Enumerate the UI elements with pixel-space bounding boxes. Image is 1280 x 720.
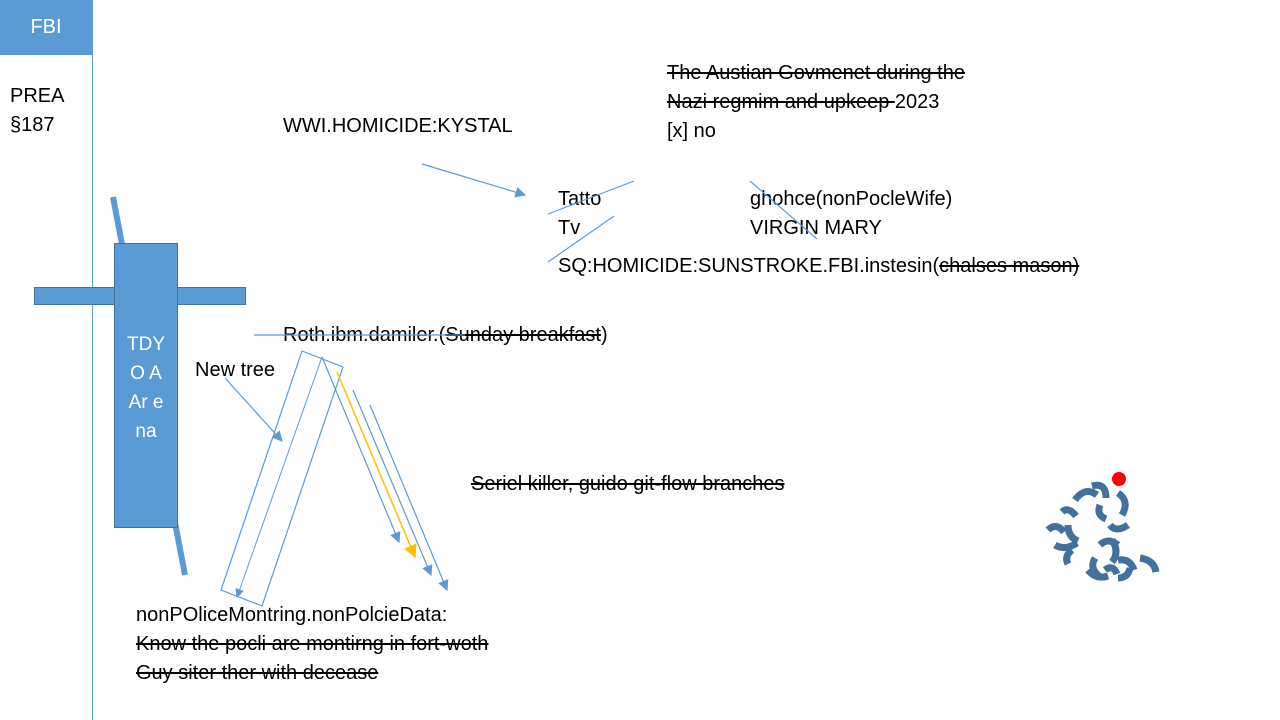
austrian-line-2-strike: Nazi regmim and upkeep — [667, 91, 895, 113]
austrian-year: 2023 — [894, 91, 940, 113]
tv-text: Tv — [558, 217, 581, 239]
ghohce-text: ghohce(nonPocleWife) — [750, 188, 953, 210]
branch-arrow — [321, 356, 401, 544]
prea-line-2: §187 — [10, 114, 55, 136]
virgin-mary-text: VIRGIN MARY — [750, 217, 882, 239]
cross-text-line: O A — [130, 363, 162, 384]
tatto-text: Tatto — [558, 188, 602, 210]
sunstroke-prefix: SQ:HOMICIDE:SUNSTROKE.FBI.instesin( — [558, 255, 940, 277]
arrow-to-tatto — [421, 163, 527, 198]
monitoring-line-2: Know the pocli are montirng in fort-woth — [136, 633, 489, 655]
branch-arrow — [369, 404, 449, 592]
prea-line-1: PREA — [10, 85, 65, 107]
branch-arrow-yellow — [336, 371, 417, 559]
tatto-tv: Tatto Tv — [558, 185, 601, 243]
homicide-kystal-text: WWI.HOMICIDE:KYSTAL — [283, 115, 513, 137]
roth-suffix: ) — [600, 324, 608, 346]
fbi-label: FBI — [30, 16, 62, 38]
roth-strike: Sunday breakfast — [445, 324, 601, 346]
roth-text: Roth.ibm.damiler.(Sunday breakfast) — [283, 321, 608, 350]
monitoring-note: nonPOliceMontring.nonPolcieData: Know th… — [136, 601, 488, 688]
monitoring-title: nonPOliceMontring.nonPolcieData: — [136, 604, 448, 626]
austrian-note: The Austian Govmenet during the Nazi reg… — [667, 59, 965, 146]
roth-prefix: Roth.ibm.damiler.( — [283, 324, 446, 346]
austrian-line-1: The Austian Govmenet during the — [667, 62, 965, 84]
sunstroke-strike: chalses mason) — [939, 255, 1080, 277]
seriel-killer-text: Seriel killer, guido git-flow branches — [471, 473, 785, 495]
sunstroke-text: SQ:HOMICIDE:SUNSTROKE.FBI.instesin(chals… — [558, 252, 1079, 281]
tree-trunk — [220, 350, 344, 607]
monitoring-line-3: Guy siter ther with decease — [136, 662, 379, 684]
new-tree-text: New tree — [195, 359, 276, 381]
sidebar-divider — [92, 0, 93, 720]
prea-label: PREA §187 — [10, 82, 64, 140]
cross-text-line: TDY — [127, 334, 165, 355]
arrow-down-trunk — [235, 356, 323, 598]
cross-text-line: na — [135, 421, 157, 442]
red-dot — [1112, 472, 1126, 486]
austrian-line-2: Nazi regmim and upkeep 2023 — [667, 88, 965, 117]
branch-arrow — [352, 389, 433, 577]
ghohce-block: ghohce(nonPocleWife) VIRGIN MARY — [750, 185, 952, 243]
cross-text-line: Ar e — [128, 392, 164, 413]
fbi-label-box: FBI — [0, 0, 92, 55]
cross-vertical-bar — [114, 243, 178, 528]
austrian-line-3: [x] no — [667, 120, 716, 142]
arrow-new-tree — [224, 377, 283, 442]
cross-text: TDY O A Ar e na — [114, 330, 178, 446]
